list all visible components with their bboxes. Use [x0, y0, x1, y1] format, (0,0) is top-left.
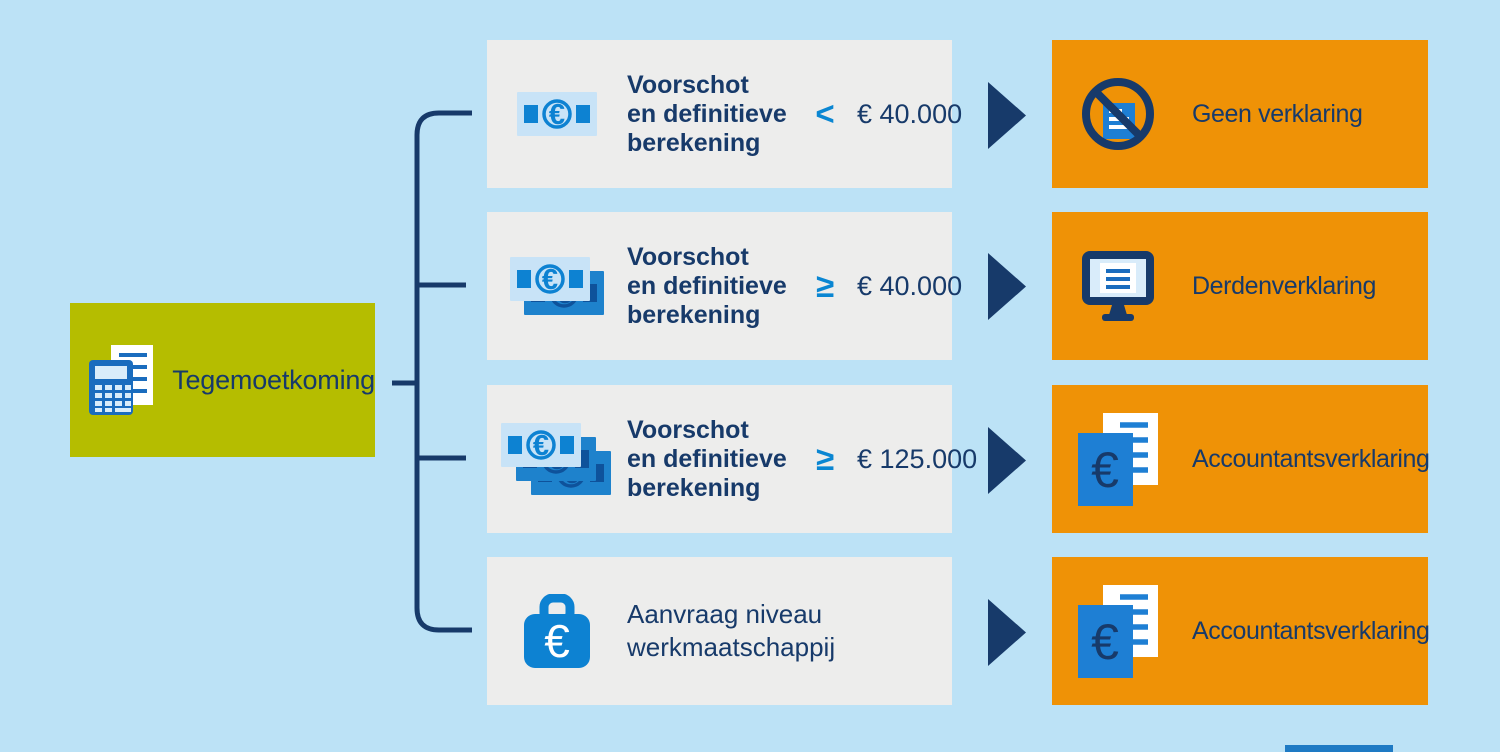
result-label: Geen verklaring: [1192, 99, 1363, 128]
connector-bracket: [392, 110, 472, 633]
root-node-tegemoetkoming: Tegemoetkoming: [70, 303, 375, 457]
calculator-document-icon: [89, 345, 154, 415]
svg-text:€: €: [549, 99, 565, 131]
condition-line: Voorschot: [627, 70, 749, 99]
condition-line: werkmaatschappij: [627, 632, 836, 662]
bottom-right-bar: [1285, 745, 1393, 752]
less-than-operator: <: [815, 95, 835, 132]
svg-text:€: €: [1091, 614, 1119, 670]
svg-text:€: €: [544, 615, 570, 667]
banknotes-three-icon: € € €: [501, 423, 611, 495]
monitor-icon: [1082, 251, 1154, 321]
condition-row-3: € € € Voorschot en: [487, 385, 977, 533]
greater-equal-operator: ≥: [815, 267, 835, 304]
root-node-label: Tegemoetkoming: [172, 364, 375, 395]
banknote-icon: €: [517, 92, 597, 136]
result-box-1: Geen verklaring: [1052, 40, 1428, 188]
result-box-3: € Accountantsverklaring: [1052, 385, 1430, 533]
condition-line: en definitieve: [627, 99, 787, 128]
result-label: Accountantsverklaring: [1192, 444, 1430, 473]
threshold-amount: € 40.000: [857, 98, 963, 129]
euro-briefcase-icon: €: [524, 594, 590, 668]
condition-row-2: € € Voorschot en definitieve berekening …: [487, 212, 962, 360]
svg-text:€: €: [533, 430, 549, 462]
condition-line: Aanvraag niveau: [627, 599, 823, 629]
flow-arrow: [988, 82, 1026, 149]
flow-arrow: [988, 599, 1026, 666]
euro-document-icon: €: [1078, 412, 1158, 506]
no-statement-icon: [1082, 78, 1154, 150]
result-label: Derdenverklaring: [1192, 271, 1376, 300]
result-box-4: € Accountantsverklaring: [1052, 557, 1430, 705]
euro-document-icon: €: [1078, 584, 1158, 678]
condition-row-1: € Voorschot en definitieve berekening < …: [487, 40, 962, 188]
condition-line: Voorschot: [627, 242, 749, 271]
result-box-2: Derdenverklaring: [1052, 212, 1428, 360]
threshold-amount: € 40.000: [857, 270, 963, 301]
condition-line: en definitieve: [627, 271, 787, 300]
result-label: Accountantsverklaring: [1192, 616, 1430, 645]
svg-text:€: €: [542, 264, 558, 296]
threshold-amount: € 125.000: [857, 443, 978, 474]
condition-line: berekening: [627, 128, 761, 157]
greater-equal-operator: ≥: [815, 440, 835, 477]
condition-line: berekening: [627, 473, 761, 502]
condition-line: berekening: [627, 300, 761, 329]
condition-row-4: € Aanvraag niveau werkmaatschappij: [487, 557, 952, 705]
flow-arrow: [988, 253, 1026, 320]
condition-line: en definitieve: [627, 444, 787, 473]
flow-arrow: [988, 427, 1026, 494]
banknotes-two-icon: € €: [510, 257, 604, 315]
svg-text:€: €: [1091, 442, 1119, 498]
condition-line: Voorschot: [627, 415, 749, 444]
